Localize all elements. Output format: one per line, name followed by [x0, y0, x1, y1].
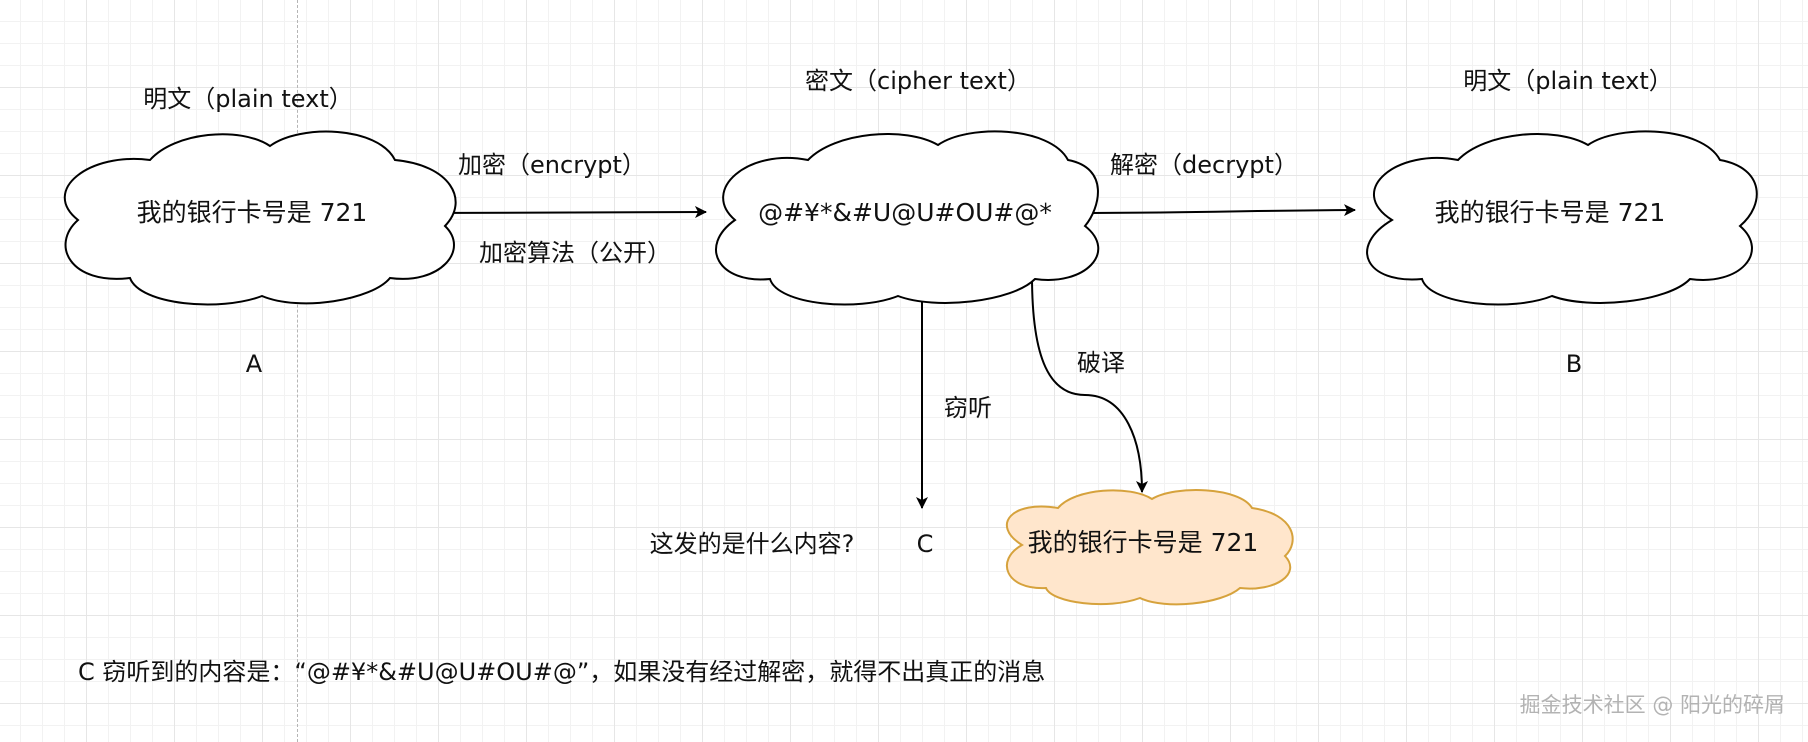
plaintext-b-title: 明文（plain text） — [1463, 67, 1672, 95]
decrypt-arrow[interactable] — [1074, 204, 1356, 217]
encrypt-label: 加密（encrypt） — [458, 151, 646, 179]
plaintext-cloud-a[interactable] — [63, 130, 457, 306]
party-c-label: C — [917, 530, 934, 558]
cracked-plaintext-cloud[interactable] — [1005, 489, 1294, 606]
ciphertext-cloud[interactable] — [715, 130, 1100, 306]
dashed-guide-line — [297, 0, 298, 742]
encrypt-algorithm-label: 加密算法（公开） — [479, 239, 671, 267]
crack-arrow[interactable] — [1031, 275, 1148, 493]
encrypt-arrow[interactable] — [419, 206, 707, 219]
decrypt-label: 解密（decrypt） — [1110, 151, 1298, 179]
eavesdropper-question: 这发的是什么内容? — [650, 530, 855, 558]
plaintext-a-title: 明文（plain text） — [143, 85, 352, 113]
plaintext-a-message: 我的银行卡号是 721 — [137, 198, 368, 227]
ciphertext-title: 密文（cipher text） — [805, 67, 1031, 95]
watermark-text: 掘金技术社区 @ 阳光的碎屑 — [1520, 693, 1785, 717]
plaintext-b-message: 我的银行卡号是 721 — [1435, 198, 1666, 227]
cracked-plaintext-message: 我的银行卡号是 721 — [1028, 528, 1259, 557]
party-a-label: A — [246, 350, 263, 378]
footer-note: C 窃听到的内容是：“@#¥*&#U@U#OU#@”，如果没有经过解密，就得不出… — [78, 658, 1045, 686]
party-b-label: B — [1566, 350, 1582, 378]
crack-label: 破译 — [1077, 349, 1125, 377]
plaintext-cloud-b[interactable] — [1366, 130, 1758, 306]
ciphertext-message: @#¥*&#U@U#OU#@* — [758, 198, 1052, 227]
eavesdrop-label: 窃听 — [944, 394, 992, 422]
